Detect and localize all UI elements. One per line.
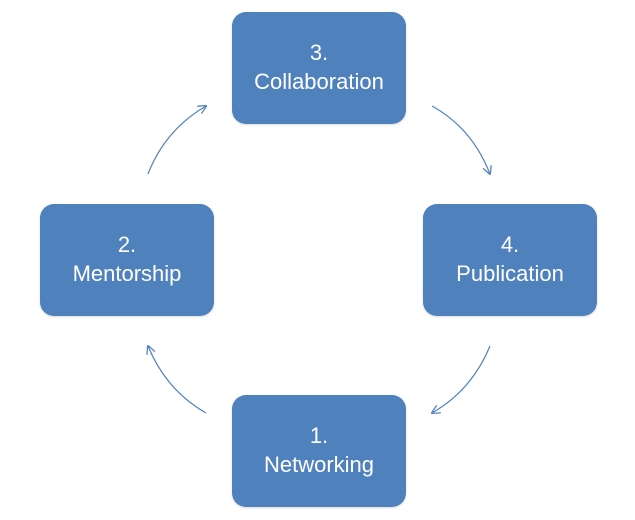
arrow-publication-to-networking xyxy=(432,345,491,413)
node-number: 4. xyxy=(500,232,520,258)
node-networking: 1. Networking xyxy=(232,395,406,507)
node-collaboration: 3. Collaboration xyxy=(232,12,406,124)
arrow-collaboration-to-publication xyxy=(431,105,490,174)
node-label: Publication xyxy=(456,261,564,286)
node-label: Collaboration xyxy=(254,69,384,94)
node-number: 3. xyxy=(309,40,329,66)
arrow-mentorship-to-collaboration xyxy=(147,106,206,175)
arrow-networking-to-mentorship xyxy=(148,346,207,414)
node-number: 1. xyxy=(309,423,329,449)
node-label: Networking xyxy=(263,452,375,477)
node-number: 2. xyxy=(117,232,137,258)
node-publication: 4. Publication xyxy=(423,204,597,316)
node-mentorship: 2. Mentorship xyxy=(40,204,214,316)
node-label: Mentorship xyxy=(72,261,182,286)
